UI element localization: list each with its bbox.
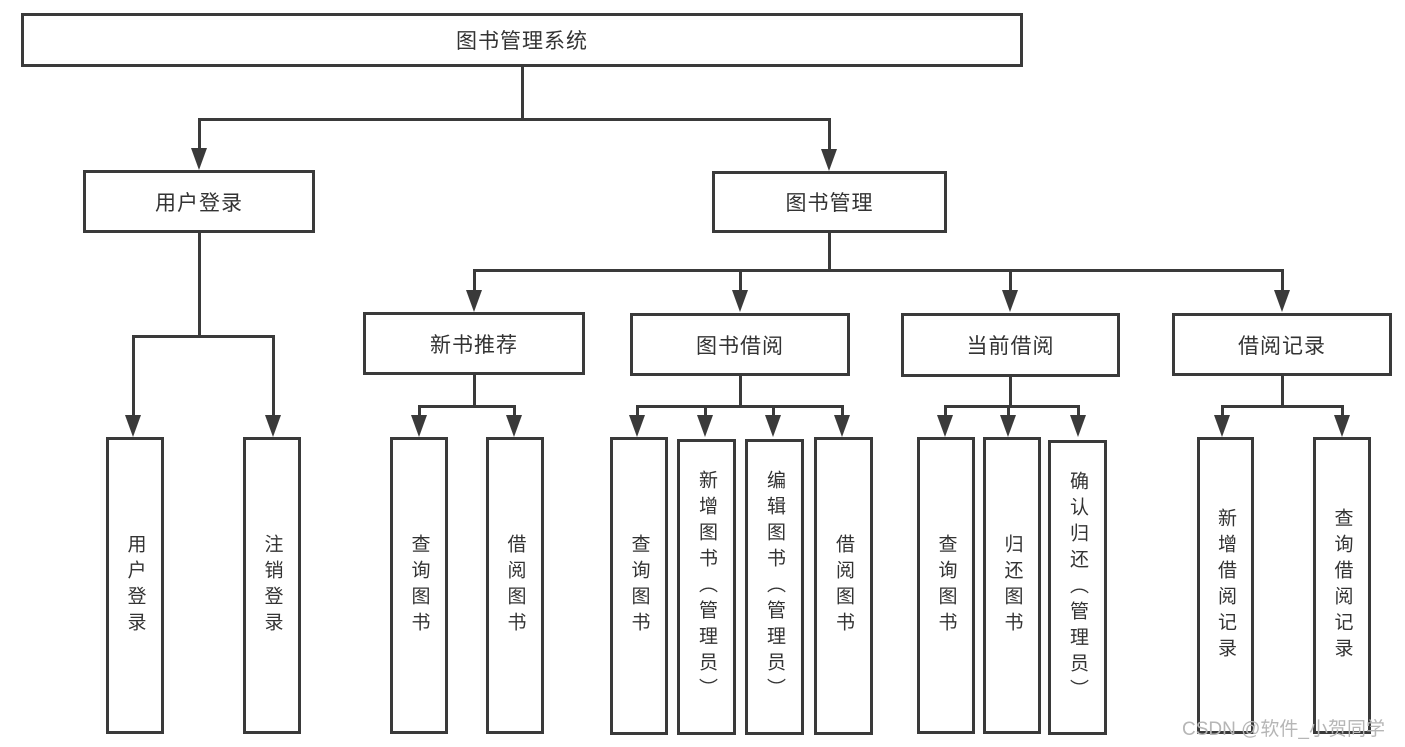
leaf-borrow-books-2: 借阅图书 <box>814 437 873 735</box>
leaf-borrow-books-1: 借阅图书 <box>486 437 544 734</box>
leaf-query-books-1: 查询图书 <box>390 437 448 734</box>
arrow-down-icon <box>765 415 781 437</box>
connector-line <box>521 67 524 118</box>
arrow-down-icon <box>629 415 645 437</box>
leaf-query-books-3-label: 查询图书 <box>935 533 957 638</box>
connector-line <box>198 118 201 148</box>
connector-line <box>473 269 1284 272</box>
arrow-down-icon <box>821 149 837 171</box>
arrow-down-icon <box>1070 415 1086 437</box>
leaf-edit-book-admin: 编辑图书（管理员） <box>745 439 804 735</box>
arrow-down-icon <box>411 415 427 437</box>
node-book-management-label: 图书管理 <box>785 192 874 215</box>
node-root: 图书管理系统 <box>21 13 1023 67</box>
arrow-down-icon <box>732 290 748 312</box>
arrow-down-icon <box>191 148 207 170</box>
connector-line <box>704 405 707 415</box>
leaf-logout: 注销登录 <box>243 437 301 734</box>
arrow-down-icon <box>937 415 953 437</box>
connector-line <box>739 269 742 290</box>
node-borrow-records-label: 借阅记录 <box>1238 334 1326 358</box>
node-new-book-recommend-label: 新书推荐 <box>430 333 518 357</box>
arrow-down-icon <box>1214 415 1230 437</box>
leaf-return-book: 归还图书 <box>983 437 1041 734</box>
connector-line <box>1281 376 1284 405</box>
connector-line <box>944 405 947 415</box>
node-book-management: 图书管理 <box>712 171 947 233</box>
node-new-book-recommend: 新书推荐 <box>363 312 585 375</box>
connector-line <box>772 405 775 415</box>
connector-line <box>828 118 831 149</box>
connector-line <box>418 405 516 408</box>
csdn-watermark: CSDN @软件_小贺同学 <box>1182 719 1385 740</box>
leaf-query-books-2-label: 查询图书 <box>628 534 650 638</box>
connector-line <box>473 375 476 405</box>
arrow-down-icon <box>1274 290 1290 312</box>
node-book-borrow: 图书借阅 <box>630 313 850 376</box>
arrow-down-icon <box>125 415 141 437</box>
arrow-down-icon <box>697 415 713 437</box>
node-current-borrow: 当前借阅 <box>901 313 1120 377</box>
leaf-confirm-return-admin: 确认归还（管理员） <box>1048 440 1107 735</box>
leaf-user-login-label: 用户登录 <box>124 533 146 638</box>
connector-line <box>636 405 639 415</box>
connector-line <box>132 335 135 415</box>
connector-line <box>272 335 275 415</box>
node-user-login: 用户登录 <box>83 170 315 233</box>
leaf-borrow-books-2-label: 借阅图书 <box>833 534 854 638</box>
connector-line <box>473 269 476 290</box>
connector-line <box>841 405 844 415</box>
connector-line <box>636 405 844 408</box>
node-book-borrow-label: 图书借阅 <box>696 334 784 358</box>
leaf-user-login: 用户登录 <box>106 437 164 734</box>
connector-line <box>1341 405 1344 415</box>
leaf-add-book-admin: 新增图书（管理员） <box>677 439 736 735</box>
arrow-down-icon <box>834 415 850 437</box>
arrow-down-icon <box>466 290 482 312</box>
connector-line <box>739 376 742 405</box>
leaf-return-book-label: 归还图书 <box>1001 533 1023 638</box>
connector-line <box>198 118 831 121</box>
leaf-query-books-1-label: 查询图书 <box>408 533 430 638</box>
connector-line <box>198 233 201 335</box>
connector-line <box>1009 269 1012 290</box>
connector-line <box>418 405 421 415</box>
connector-line <box>1009 377 1012 405</box>
arrow-down-icon <box>1002 290 1018 312</box>
leaf-add-borrow-record-label: 新增借阅记录 <box>1215 507 1236 664</box>
connector-line <box>1007 405 1010 415</box>
node-borrow-records: 借阅记录 <box>1172 313 1392 376</box>
arrow-down-icon <box>506 415 522 437</box>
leaf-add-borrow-record: 新增借阅记录 <box>1197 437 1254 734</box>
connector-line <box>1221 405 1224 415</box>
connector-line <box>132 335 275 338</box>
connector-line <box>513 405 516 415</box>
leaf-query-books-2: 查询图书 <box>610 437 668 735</box>
leaf-logout-label: 注销登录 <box>261 533 283 638</box>
node-root-label: 图书管理系统 <box>456 30 588 53</box>
leaf-add-book-admin-label: 新增图书（管理员） <box>696 470 717 704</box>
arrow-down-icon <box>1000 415 1016 437</box>
leaf-query-borrow-record-label: 查询借阅记录 <box>1331 507 1353 664</box>
arrow-down-icon <box>265 415 281 437</box>
leaf-query-borrow-record: 查询借阅记录 <box>1313 437 1371 734</box>
leaf-confirm-return-admin-label: 确认归还（管理员） <box>1067 470 1088 705</box>
connector-line <box>828 233 831 269</box>
arrow-down-icon <box>1334 415 1350 437</box>
node-user-login-label: 用户登录 <box>155 191 243 215</box>
connector-line <box>1221 405 1344 408</box>
node-current-borrow-label: 当前借阅 <box>966 335 1055 358</box>
leaf-borrow-books-1-label: 借阅图书 <box>504 533 526 638</box>
leaf-query-books-3: 查询图书 <box>917 437 975 734</box>
connector-line <box>944 405 1080 408</box>
connector-line <box>1281 269 1284 290</box>
leaf-edit-book-admin-label: 编辑图书（管理员） <box>764 470 785 704</box>
connector-line <box>1077 405 1080 415</box>
